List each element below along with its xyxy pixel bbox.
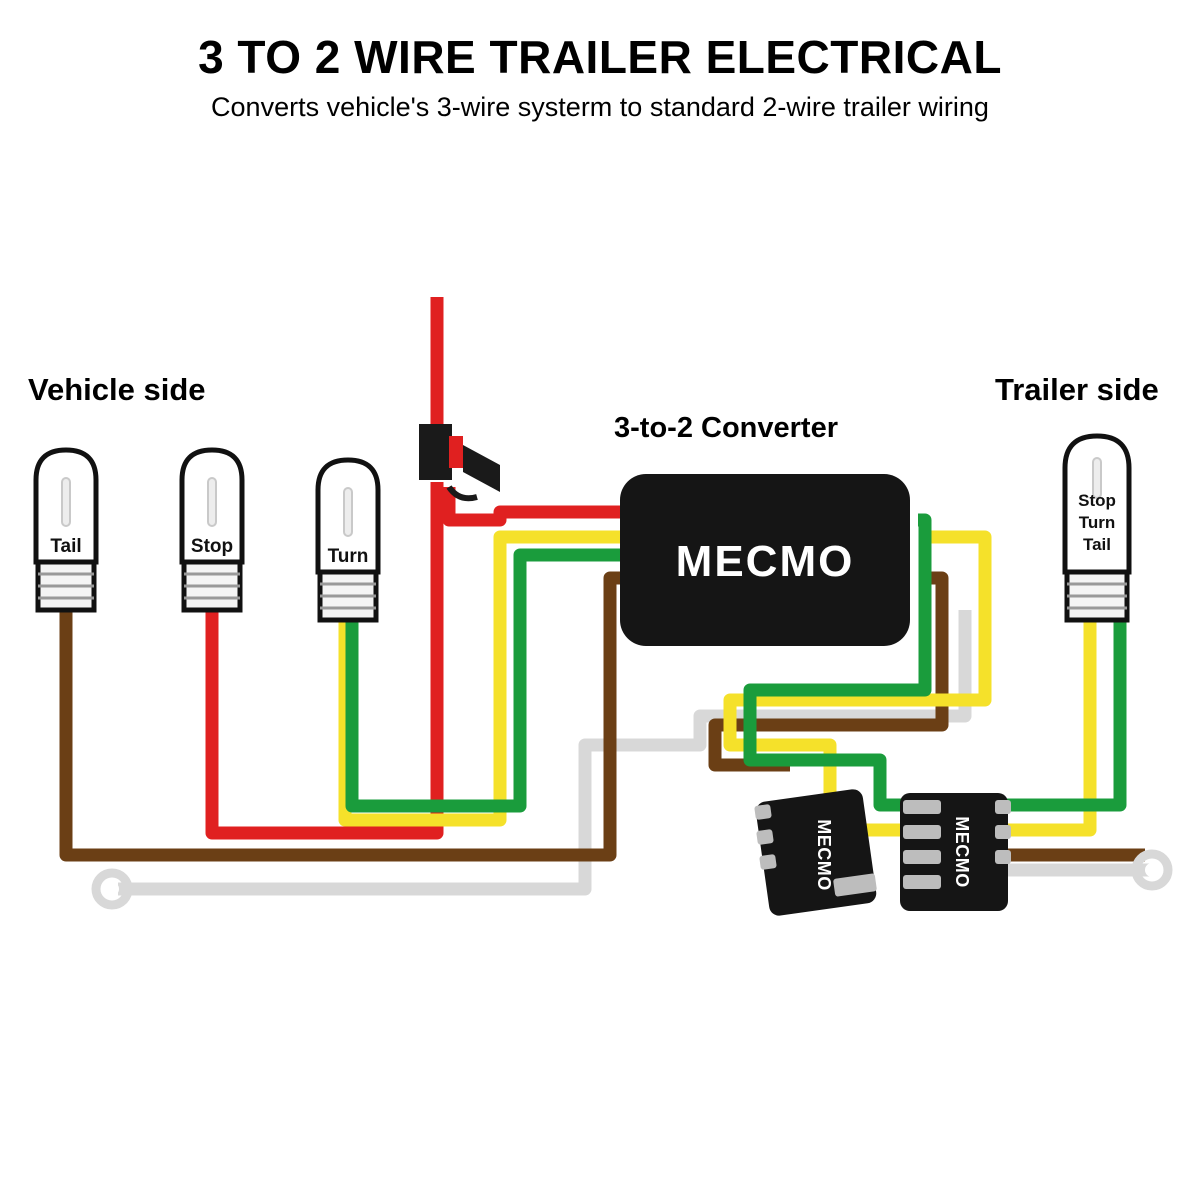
stop-bulb: Stop bbox=[179, 447, 245, 613]
wire-white-ground bbox=[118, 610, 972, 896]
wire-green-vehicle bbox=[345, 548, 640, 813]
wire-yellow-vehicle bbox=[338, 530, 640, 827]
trailer-side-label: Trailer side bbox=[995, 372, 1159, 407]
wire-red-stop bbox=[205, 482, 444, 840]
trailer-bulb-label-3: Tail bbox=[1083, 535, 1111, 554]
wire-brown-trailer bbox=[708, 571, 949, 772]
turn-bulb: Turn bbox=[315, 457, 381, 623]
trailer-bulb-label-2: Turn bbox=[1079, 513, 1116, 532]
ring-terminal-left bbox=[91, 868, 133, 910]
page-title: 3 TO 2 WIRE TRAILER ELECTRICAL bbox=[198, 31, 1002, 83]
page-subtitle: Converts vehicle's 3-wire systerm to sta… bbox=[211, 92, 989, 122]
trailer-bulb-label-1: Stop bbox=[1078, 491, 1116, 510]
trailer-bulb: Stop Turn Tail bbox=[1062, 433, 1132, 623]
male-connector-label: MECMO bbox=[814, 819, 834, 891]
wire-green-trailer-bulb bbox=[1030, 618, 1127, 812]
ring-terminal-right bbox=[1131, 849, 1173, 891]
male-connector: MECMO bbox=[754, 789, 877, 916]
vehicle-side-label: Vehicle side bbox=[28, 372, 206, 407]
converter-brand: MECMO bbox=[676, 537, 855, 586]
wire-red-to-converter bbox=[442, 487, 640, 527]
fuse-holder bbox=[419, 424, 500, 502]
female-connector-label: MECMO bbox=[952, 816, 972, 888]
wire-green-trailer bbox=[743, 513, 1030, 812]
converter-label: 3-to-2 Converter bbox=[614, 412, 838, 444]
stop-bulb-label: Stop bbox=[191, 536, 233, 557]
wire-bundle bbox=[59, 297, 1150, 896]
converter-box: MECMO bbox=[620, 474, 910, 646]
tail-bulb-label: Tail bbox=[50, 536, 81, 557]
female-connector: MECMO bbox=[900, 793, 1011, 911]
wire-yellow-trailer-bulb bbox=[1010, 620, 1097, 837]
tail-bulb: Tail bbox=[33, 447, 99, 613]
turn-bulb-label: Turn bbox=[328, 546, 369, 567]
